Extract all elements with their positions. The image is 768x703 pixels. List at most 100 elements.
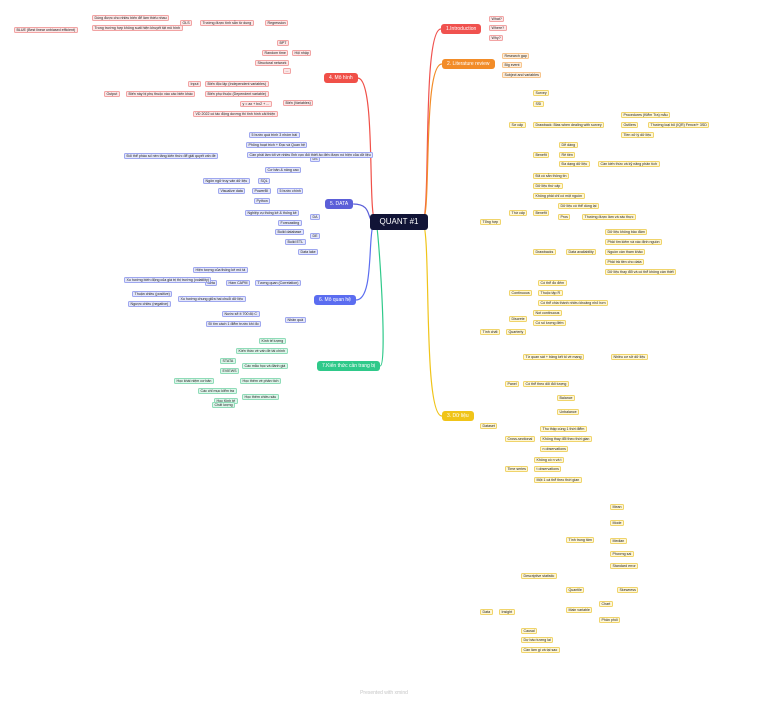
dl-panel[interactable]: Panel [505, 381, 520, 388]
kt-11[interactable]: Chất lượng [212, 402, 236, 409]
qh-t3[interactable]: Xu hướng chung giữa hai chuỗi dữ liệu [178, 296, 246, 303]
mh-x[interactable]: Biến độc lập (Independent variables) [205, 81, 269, 88]
kt-5[interactable]: EVIEWS [220, 368, 239, 375]
dl-cs[interactable]: Cross-sectional [505, 436, 535, 443]
dl-cs1[interactable]: Thu thập cùng 1 thời điểm [540, 426, 587, 433]
branch-introduction[interactable]: 1.Introduction [441, 24, 482, 34]
dl-dr3[interactable]: Tiền xử lý dữ liệu [621, 132, 654, 139]
data-de1[interactable]: Build database [275, 229, 304, 236]
data-d9[interactable]: 5 bước chính [277, 188, 304, 195]
mh-ols-a1[interactable]: Dùng được cho nhiều biến để làm thiếu nh… [92, 15, 170, 22]
dl-ts3[interactable]: Một 1 cá thể theo thời gian [534, 477, 582, 484]
dl-survey[interactable]: Survey [533, 90, 550, 97]
dl-main-v[interactable]: Main variable [566, 607, 593, 614]
dl-insight[interactable]: Insight [499, 609, 515, 616]
kt-1[interactable]: Kinh tế lượng [259, 338, 286, 345]
dl-causal[interactable]: Causal [521, 628, 538, 635]
dl-dr2n[interactable]: Thường loại bỏ (IQR) Fence/+ 3SD [648, 122, 710, 129]
dl-pb[interactable]: Unbalance [557, 409, 580, 416]
dl-tonghop[interactable]: Tổng hợp [480, 219, 501, 226]
dl-mean[interactable]: Mean [610, 504, 624, 511]
qh-t2a[interactable]: Beta [205, 280, 218, 287]
dl-dr1[interactable]: Procedures (Kiểm Tra) mẫu [621, 112, 671, 119]
branch-quan-he[interactable]: 6. Mô quan hệ [314, 295, 356, 305]
lit-subject[interactable]: Subject and variables [502, 72, 542, 79]
dl-drawback[interactable]: Drawback: Bias when dealing with survey [533, 122, 605, 129]
mh-ols-a2[interactable]: Trong trường hợp không suất hiện khuyết … [92, 25, 183, 32]
dl-thucap[interactable]: Thứ cấp [509, 210, 528, 217]
data-d2[interactable]: Phỏng hoạt trích + Đọc và Quan hệ [246, 142, 308, 149]
dl-quant[interactable]: Quantile [566, 587, 585, 594]
dl-b1[interactable]: Dễ dàng [559, 142, 578, 149]
qh-n2[interactable]: Đi tìm cách 1 điểm trước khi đo [206, 321, 262, 328]
dl-tc-pros[interactable]: Pros [558, 214, 571, 221]
data-d1[interactable]: 5 bước quá trình 3 nhóm bài [249, 132, 300, 139]
qh-n1[interactable]: Nước sẽ ít 700 độ C [222, 311, 260, 318]
dl-tcd[interactable]: Data availability [566, 249, 597, 256]
mh-random[interactable]: Random time [262, 50, 289, 57]
dl-d3[interactable]: Nguồn cần tham khảo [605, 249, 646, 256]
mh-vd[interactable]: VD 2022 có tác động dương thì tình hình … [193, 111, 278, 118]
dl-tinhchat[interactable]: Tính chất [480, 329, 500, 336]
dl-continuous[interactable]: Continuous [509, 290, 533, 297]
dl-co2[interactable]: Thuộc tập R [538, 290, 563, 297]
dl-mode[interactable]: Mode [610, 520, 624, 527]
data-d4[interactable]: Cơ bản & nâng cao [265, 167, 302, 174]
mh-hoinhap[interactable]: Hội nhập [292, 50, 312, 57]
mh-structural[interactable]: Structural network [255, 60, 289, 67]
dl-ts[interactable]: Time series [505, 466, 529, 473]
mh-output[interactable]: Output [104, 91, 120, 98]
dl-sucap[interactable]: Sơ cấp [509, 122, 526, 129]
dl-tc3[interactable]: Không phải chỉ có một nguồn [533, 193, 585, 200]
mh-bpt[interactable]: BPT [277, 40, 289, 47]
data-dw[interactable]: Data lake [298, 249, 319, 256]
data-de2[interactable]: Build ETL [285, 239, 306, 246]
dl-sd[interactable]: Standard error [610, 563, 639, 570]
qh-t1[interactable]: Hiện tượng của thống kê mô tả [193, 267, 248, 274]
kt-4[interactable]: STATA [220, 358, 236, 365]
qh-tuongquan[interactable]: Tương quan (Correlation) [255, 280, 301, 287]
kt-2[interactable]: Kiến thức về vấn đề tài chính [236, 348, 288, 355]
data-d5[interactable]: SQL [258, 178, 271, 185]
kt-3[interactable]: Các mẫu học và đánh giá [242, 363, 288, 370]
branch-literature-review[interactable]: 2. Literature review [442, 59, 495, 69]
qh-t2[interactable]: Hàm CAPM [226, 280, 250, 287]
dl-ssi[interactable]: SSI [533, 101, 544, 108]
intro-where[interactable]: Where? [489, 25, 507, 32]
dl-tc-benefit[interactable]: Benefit [533, 210, 550, 217]
data-de[interactable]: DE [310, 233, 320, 240]
mh-regression[interactable]: Regression [265, 20, 289, 27]
dl-tc-drawbacks[interactable]: Drawbacks [533, 249, 556, 256]
dl-d1[interactable]: Dữ liệu không bảo đảm [605, 229, 648, 236]
dl-what[interactable]: Cần làm gì và tại sao [521, 647, 560, 654]
mh-ols[interactable]: OLS [180, 20, 193, 27]
data-d6[interactable]: Visualize data [218, 188, 246, 195]
mh-input[interactable]: Input [188, 81, 201, 88]
dl-ts1[interactable]: Không có n và t [534, 457, 564, 464]
dl-tc2[interactable]: Dữ liệu thứ cấp [533, 183, 563, 190]
dl-ts2[interactable]: t observations [534, 466, 562, 473]
dl-cs3[interactable]: n observations [540, 446, 569, 453]
data-d8[interactable]: Python [254, 198, 271, 205]
lit-research-gap[interactable]: Research gap [502, 53, 530, 60]
dl-p1[interactable]: Từ quan sát + bảng kết tố về mạng [523, 354, 585, 361]
mh-blue[interactable]: BLUE (Best linear unbiased efficient) [14, 27, 78, 34]
dl-b2[interactable]: Rẻ tiền [559, 152, 576, 159]
branch-data[interactable]: 5. DATA [325, 199, 354, 209]
dl-di1[interactable]: Not continuous [533, 310, 562, 317]
qh-nhanqua[interactable]: Nhân quả [285, 317, 306, 324]
data-d3n[interactable]: Đối thể pháo số nền tảng kiến thức để gi… [124, 153, 219, 160]
qh-t2b[interactable]: Xu hướng biến động của giá trị thị trườn… [124, 277, 212, 284]
dl-median[interactable]: Median [610, 538, 627, 545]
dl-tc1[interactable]: Đã có sẵn thông tin [533, 173, 569, 180]
dl-tcb1[interactable]: Dữ liệu có thể dùng lại [558, 203, 599, 210]
dl-co1[interactable]: Có thể đo đếm [538, 280, 567, 287]
dl-skew[interactable]: Skewness [617, 587, 639, 594]
dl-d2[interactable]: Phải tìm kiếm và xác định nguồn [605, 239, 662, 246]
dl-dist[interactable]: Phân phối [599, 617, 621, 624]
dl-quarterly[interactable]: Quarterly [506, 329, 526, 336]
intro-why[interactable]: Why? [489, 35, 504, 42]
qh-t3b[interactable]: Ngược chiều (negative) [128, 301, 171, 308]
mh-y-note[interactable]: Biến này bị phụ thuộc vào các biến khác [126, 91, 196, 98]
mh-bien[interactable]: Biến (Variables) [283, 100, 314, 107]
